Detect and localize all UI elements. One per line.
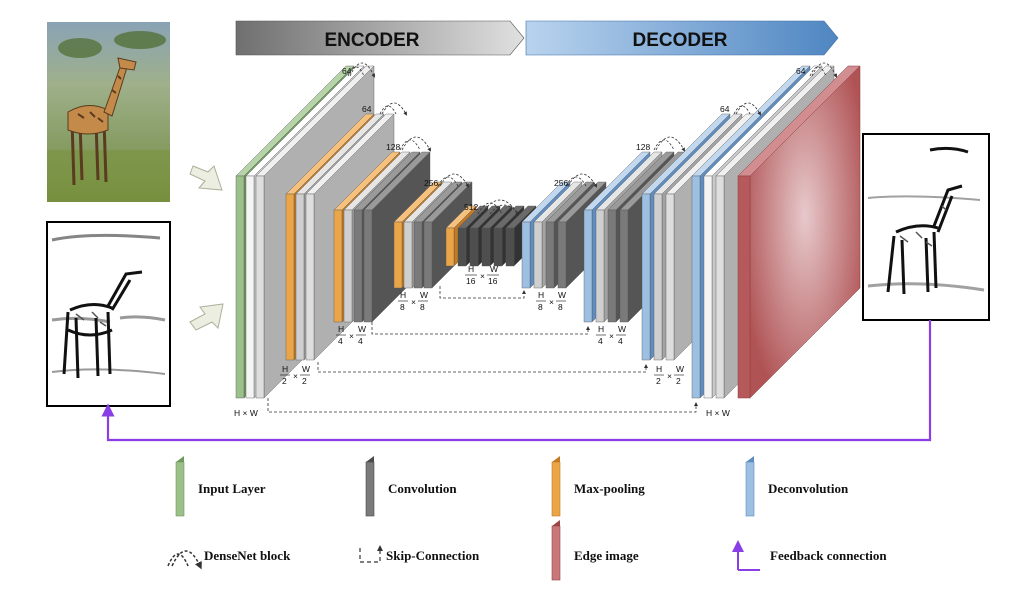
svg-text:4: 4: [338, 336, 343, 346]
skip-connection-2: [317, 362, 648, 373]
channel-label-enc-4: 256: [424, 178, 438, 188]
densenet-loop-2: [379, 102, 406, 114]
svg-text:H: H: [538, 290, 544, 300]
svg-text:Deconvolution: Deconvolution: [768, 481, 849, 496]
densenet-loop-3: [399, 136, 430, 150]
svg-text:Feedback connection: Feedback connection: [770, 548, 887, 563]
svg-text:H: H: [282, 364, 288, 374]
densenet-loop-1: [347, 62, 374, 76]
svg-text:Input Layer: Input Layer: [198, 481, 266, 496]
svg-text:W: W: [618, 324, 626, 334]
channel-label-enc-2: 64: [362, 104, 372, 114]
input-arrow-photo: [189, 165, 223, 191]
dim-label-hw-enc: H × W: [234, 408, 258, 418]
svg-text:8: 8: [400, 302, 405, 312]
svg-text:×: ×: [549, 297, 554, 307]
svg-text:×: ×: [411, 297, 416, 307]
skip-connection-4: [439, 286, 526, 299]
decoder-label: DECODER: [632, 30, 727, 51]
dim-label-quarter-enc: H 4 × W 4: [336, 324, 366, 346]
svg-text:H: H: [656, 364, 662, 374]
decoder-banner: DECODER: [525, 20, 839, 56]
input-photo: [47, 22, 170, 202]
edge-image-slab: [737, 65, 861, 399]
densenet-loop-9: [809, 62, 836, 76]
svg-text:×: ×: [293, 371, 298, 381]
input-arrow-sketch: [189, 303, 224, 331]
dim-label-sixteenth: H 16 × W 16: [465, 264, 499, 286]
svg-text:W: W: [558, 290, 566, 300]
svg-text:8: 8: [538, 302, 543, 312]
legend-skip-connection: Skip-Connection: [359, 545, 480, 563]
svg-text:W: W: [490, 264, 498, 274]
svg-text:4: 4: [618, 336, 623, 346]
channel-label-bottleneck: 512: [464, 202, 478, 212]
skip-connections: [267, 286, 698, 413]
svg-text:4: 4: [358, 336, 363, 346]
svg-text:2: 2: [302, 376, 307, 386]
densenet-loop-4: [437, 173, 468, 186]
dim-label-hw-dec: H × W: [706, 408, 730, 418]
input-edge-sketch: [46, 221, 171, 407]
svg-text:Convolution: Convolution: [388, 481, 457, 496]
dim-label-quarter-dec: H 4 × W 4: [596, 324, 626, 346]
svg-text:×: ×: [480, 271, 485, 281]
channel-label-dec-2: 128: [636, 142, 650, 152]
channel-label-dec-1: 256: [554, 178, 568, 188]
legend-deconvolution: Deconvolution: [745, 456, 849, 517]
layer-stack: [235, 65, 861, 399]
legend: Input Layer Convolution Max-pooling Deco…: [167, 456, 887, 581]
svg-text:Skip-Connection: Skip-Connection: [386, 548, 480, 563]
channel-label-enc-3: 128: [386, 142, 400, 152]
svg-text:2: 2: [282, 376, 287, 386]
svg-text:×: ×: [667, 371, 672, 381]
svg-text:2: 2: [676, 376, 681, 386]
svg-text:W: W: [358, 324, 366, 334]
svg-text:W: W: [420, 290, 428, 300]
skip-connection-1: [267, 398, 698, 413]
svg-text:Edge image: Edge image: [574, 548, 639, 563]
dim-label-eighth-dec: H 8 × W 8: [536, 290, 566, 312]
svg-text:2: 2: [656, 376, 661, 386]
dim-label-half-enc: H 2 × W 2: [280, 364, 310, 386]
densenet-loop-5: [477, 199, 518, 214]
giraffe-figure: [67, 57, 137, 186]
svg-text:DenseNet block: DenseNet block: [204, 548, 291, 563]
svg-text:W: W: [676, 364, 684, 374]
svg-text:Max-pooling: Max-pooling: [574, 481, 645, 496]
densenet-loop-7: [653, 136, 684, 150]
legend-convolution: Convolution: [365, 456, 457, 517]
svg-text:H: H: [468, 264, 474, 274]
output-edge-sketch: [862, 133, 990, 321]
legend-edge-image: Edge image: [551, 520, 639, 581]
channel-label-dec-3: 64: [720, 104, 730, 114]
encoder-banner: ENCODER: [235, 20, 525, 56]
legend-input-layer: Input Layer: [175, 456, 266, 517]
svg-text:×: ×: [609, 331, 614, 341]
legend-densenet-block: DenseNet block: [167, 548, 291, 566]
svg-text:H: H: [598, 324, 604, 334]
channel-label-enc-1: 64: [342, 66, 352, 76]
feedback-connection-line: [101, 320, 932, 442]
encoder-label: ENCODER: [324, 30, 419, 51]
svg-text:×: ×: [349, 331, 354, 341]
svg-text:4: 4: [598, 336, 603, 346]
densenet-loop-6: [565, 173, 596, 186]
svg-text:H: H: [338, 324, 344, 334]
dim-label-half-dec: H 2 × W 2: [654, 364, 684, 386]
skip-connection-3: [371, 322, 590, 335]
channel-label-dec-4: 64: [796, 66, 806, 76]
legend-max-pooling: Max-pooling: [551, 456, 645, 517]
svg-text:H: H: [400, 290, 406, 300]
densenet-loop-8: [733, 102, 760, 114]
svg-text:W: W: [302, 364, 310, 374]
svg-text:8: 8: [558, 302, 563, 312]
densenet-loops: [347, 62, 836, 214]
svg-text:8: 8: [420, 302, 425, 312]
dim-label-eighth-enc: H 8 × W 8: [398, 290, 428, 312]
svg-text:16: 16: [488, 276, 498, 286]
svg-text:16: 16: [466, 276, 476, 286]
legend-feedback-connection: Feedback connection: [738, 546, 887, 571]
